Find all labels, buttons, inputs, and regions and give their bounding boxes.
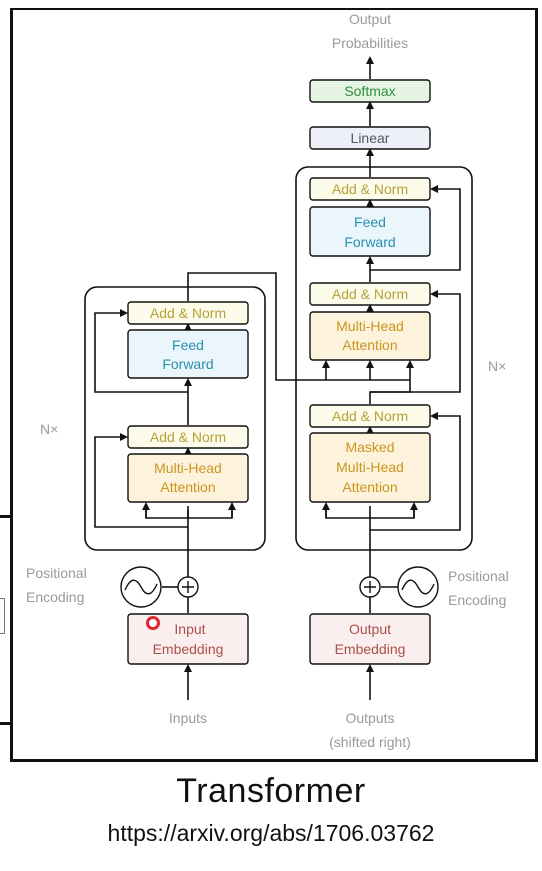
decoder-positional-encoding-icon	[397, 566, 439, 608]
softmax-block	[309, 79, 431, 103]
decoder-nx-label: N×	[488, 358, 506, 374]
encoder-positional-encoding-icon	[120, 566, 162, 608]
encoder-layer-box	[84, 286, 266, 551]
decoder-masked-multi-head-attention	[309, 432, 431, 503]
output-embedding-label-1: Output	[349, 621, 391, 637]
encoder-add-norm-1	[127, 425, 249, 449]
decoder-positional-encoding-label-2: Encoding	[448, 592, 506, 608]
encoder-feed-forward-label-2: Forward	[162, 356, 213, 372]
output-embedding-block	[309, 613, 431, 665]
output-probabilities-label-1: Output	[349, 11, 391, 27]
input-embedding-label-2: Embedding	[153, 641, 224, 657]
decoder-positional-encoding-label-1: Positional	[448, 568, 509, 584]
decoder-add-circle	[359, 576, 381, 598]
decoder-feed-forward	[309, 206, 431, 257]
decoder-add-norm-2	[309, 282, 431, 306]
decoder-add-norm-3	[309, 177, 431, 201]
encoder-feed-forward	[127, 329, 249, 379]
left-edge-tick-lower	[0, 722, 12, 725]
output-embedding-label-2: Embedding	[335, 641, 406, 657]
decoder-add-norm-1-label: Add & Norm	[332, 408, 408, 424]
slide-title: Transformer	[176, 772, 366, 810]
decoder-layer-box	[295, 166, 473, 551]
slide-frame	[10, 8, 538, 762]
outputs-shifted-label: (shifted right)	[329, 734, 411, 750]
encoder-nx-label: N×	[40, 421, 58, 437]
masked-mha-label-3: Attention	[342, 479, 397, 495]
encoder-multi-head-attention	[127, 453, 249, 503]
linear-block	[309, 126, 431, 150]
encoder-positional-encoding-label-1: Positional	[26, 565, 87, 581]
encoder-add-norm-2-label: Add & Norm	[150, 305, 226, 321]
encoder-mha-label-2: Attention	[160, 479, 215, 495]
encoder-add-norm-2	[127, 301, 249, 325]
decoder-mha-label-2: Attention	[342, 337, 397, 353]
encoder-positional-encoding-label-2: Encoding	[26, 589, 84, 605]
softmax-label: Softmax	[344, 83, 395, 99]
linear-label: Linear	[351, 130, 390, 146]
cursor-indicator	[146, 616, 160, 630]
decoder-add-norm-3-label: Add & Norm	[332, 181, 408, 197]
encoder-add-norm-1-label: Add & Norm	[150, 429, 226, 445]
decoder-add-norm-1	[309, 404, 431, 428]
encoder-add-circle	[177, 576, 199, 598]
encoder-mha-label-1: Multi-Head	[154, 460, 222, 476]
decoder-multi-head-attention	[309, 311, 431, 361]
decoder-mha-label-1: Multi-Head	[336, 318, 404, 334]
masked-mha-label-1: Masked	[345, 439, 394, 455]
input-embedding-label-1: Input	[174, 621, 205, 637]
output-probabilities-label-2: Probabilities	[332, 35, 408, 51]
decoder-feed-forward-label-2: Forward	[344, 234, 395, 250]
encoder-feed-forward-label-1: Feed	[172, 337, 204, 353]
connector-lines	[94, 56, 461, 700]
outputs-label: Outputs	[345, 710, 394, 726]
left-edge-tick-upper	[0, 515, 12, 518]
inputs-label: Inputs	[169, 710, 207, 726]
left-edge-bracket	[0, 598, 5, 634]
paper-link[interactable]: https://arxiv.org/abs/1706.03762	[107, 820, 435, 846]
masked-mha-label-2: Multi-Head	[336, 459, 404, 475]
decoder-add-norm-2-label: Add & Norm	[332, 286, 408, 302]
decoder-feed-forward-label-1: Feed	[354, 214, 386, 230]
